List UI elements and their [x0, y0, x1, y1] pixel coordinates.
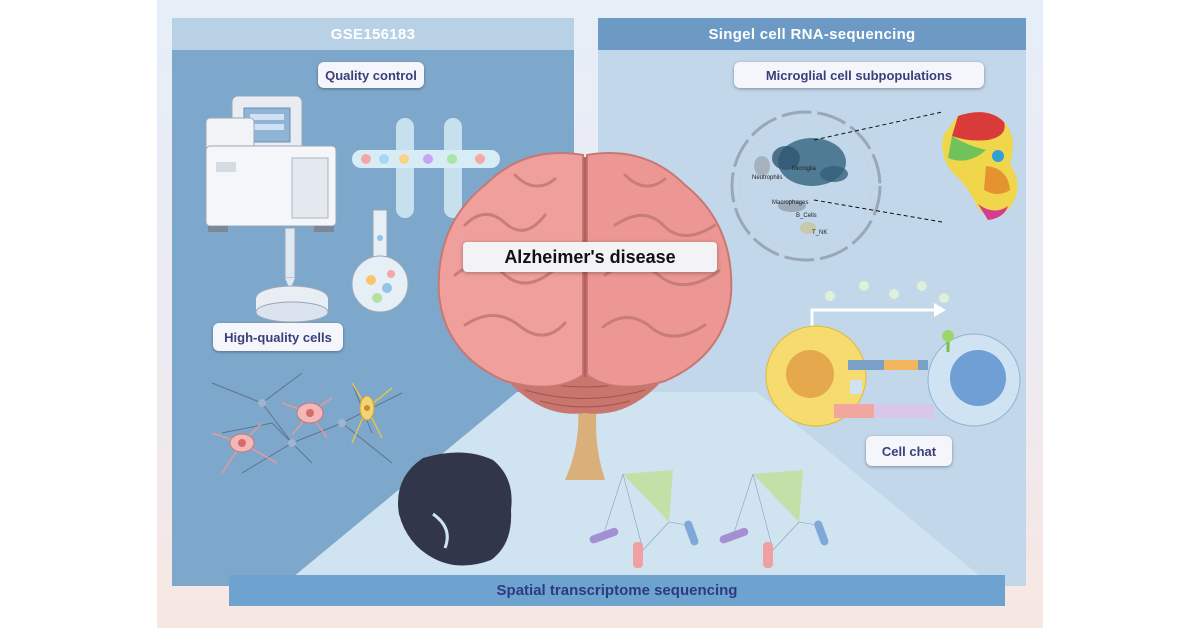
quality-control-label: Quality control	[318, 62, 424, 88]
bottom-label-bar: Spatial transcriptome sequencing	[229, 575, 1005, 606]
spatial-tissue-section	[398, 452, 512, 566]
cell-chat-label: Cell chat	[866, 436, 952, 466]
cell-chat-diagram	[765, 325, 1021, 427]
sequencer-icon	[205, 95, 337, 232]
cell-network-diagram-2	[719, 470, 829, 568]
neuron-cells-illustration	[211, 372, 403, 474]
cell-network-diagram-1	[589, 470, 699, 568]
figure-canvas: GSE156183 Quality control High-quality c…	[157, 0, 1043, 628]
microfluidic-channel-icon	[352, 118, 500, 218]
microglial-subpopulations-label: Microglial cell subpopulations	[734, 62, 984, 88]
right-panel-header: Singel cell RNA-sequencing	[598, 18, 1026, 50]
brain-illustration	[437, 152, 733, 480]
flask-icon	[351, 209, 409, 313]
zoom-connector-lines	[813, 111, 943, 223]
petri-dish-icon	[255, 228, 329, 323]
ligand-signal-arrow	[810, 281, 949, 332]
center-title: Alzheimer's disease	[463, 242, 717, 272]
left-panel-header: GSE156183	[172, 18, 574, 50]
high-quality-cells-label: High-quality cells	[213, 323, 343, 351]
umap-plot	[730, 110, 882, 262]
subcluster-umap	[942, 112, 1018, 220]
